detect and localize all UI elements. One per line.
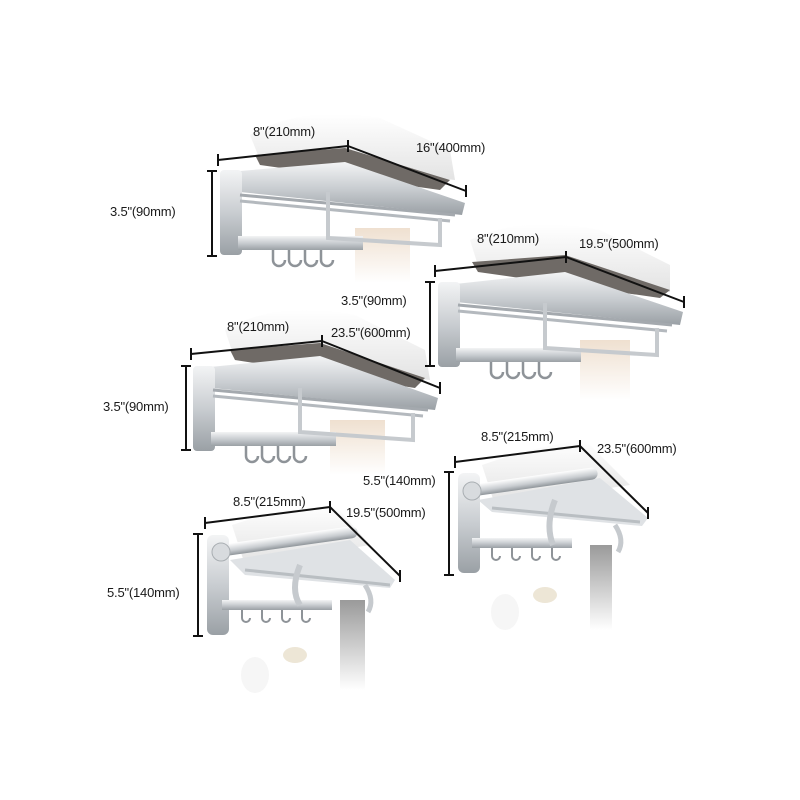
rack-4-depth-label: 8.5"(215mm) <box>233 494 306 509</box>
rack-3-height-label: 3.5"(90mm) <box>103 399 169 414</box>
rack-4-illustration <box>207 505 395 693</box>
rack-2-depth-label: 8"(210mm) <box>477 231 540 246</box>
rack-3-length-label: 23.5"(600mm) <box>331 325 411 340</box>
rack-4-height-label: 5.5"(140mm) <box>107 585 180 600</box>
rack-2-illustration <box>438 224 683 400</box>
rack-3-illustration <box>193 310 438 475</box>
rack-2-length-label: 19.5"(500mm) <box>579 236 659 251</box>
rack-5-depth-label: 8.5"(215mm) <box>481 429 554 444</box>
rack-3-depth-label: 8"(210mm) <box>227 319 290 334</box>
rack-1-illustration <box>220 114 465 283</box>
rack-5-illustration <box>458 440 648 630</box>
rack-1-depth-label: 8"(210mm) <box>253 124 316 139</box>
rack-4-length-label: 19.5"(500mm) <box>346 505 426 520</box>
rack-2-height-label: 3.5"(90mm) <box>341 293 407 308</box>
dimension-lines <box>181 140 685 637</box>
rack-1-height-label: 3.5"(90mm) <box>110 204 176 219</box>
rack-5-length-label: 23.5"(600mm) <box>597 441 677 456</box>
rack-1-length-label: 16"(400mm) <box>416 140 486 155</box>
rack-5-height-label: 5.5"(140mm) <box>363 473 436 488</box>
